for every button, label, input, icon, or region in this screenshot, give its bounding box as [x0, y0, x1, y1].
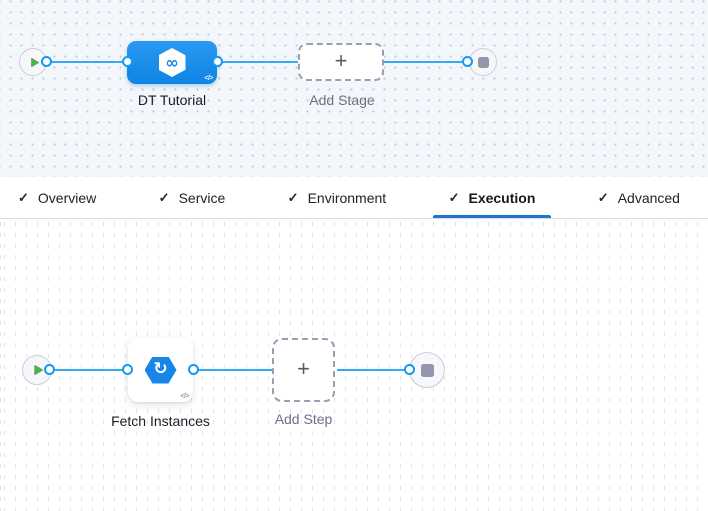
execution-end-node	[409, 352, 445, 388]
tab-environment[interactable]: ✓ Environment	[284, 177, 391, 218]
tab-overview[interactable]: ✓ Overview	[14, 177, 100, 218]
add-step-label: Add Step	[274, 411, 333, 427]
connector-port	[212, 56, 223, 67]
check-icon: ✓	[158, 189, 170, 205]
connector-port	[41, 56, 52, 67]
tab-label: Execution	[468, 189, 536, 206]
connector-port	[404, 364, 415, 375]
connector-port	[188, 364, 199, 375]
step-label: Fetch Instances	[111, 413, 210, 429]
add-stage-label: Add Stage	[309, 92, 375, 108]
play-icon	[30, 57, 39, 67]
edge-line	[44, 61, 130, 63]
tab-execution[interactable]: ✓ Execution	[432, 177, 552, 218]
stop-icon	[477, 56, 489, 68]
connector-port	[122, 364, 133, 375]
connector-port	[122, 56, 133, 67]
add-stage-button[interactable]: +	[298, 43, 384, 81]
plus-icon: +	[334, 48, 348, 73]
step-node-fetch-instances[interactable]: ↻ </>	[128, 338, 193, 402]
stop-icon	[420, 363, 434, 377]
add-step-button[interactable]: +	[272, 338, 335, 402]
tab-label: Advanced	[617, 189, 680, 206]
tab-label: Environment	[307, 189, 387, 206]
stage-node-dt-tutorial[interactable]: ∞ </>	[127, 41, 217, 84]
step-hexagon-icon: ↻	[144, 356, 177, 384]
tab-label: Service	[178, 189, 226, 206]
code-icon[interactable]: </>	[204, 75, 213, 82]
check-icon: ✓	[448, 189, 460, 205]
stage-label: DT Tutorial	[137, 92, 207, 108]
infinity-icon: ∞	[165, 52, 179, 72]
edge-line	[383, 61, 469, 63]
edge-line	[219, 61, 301, 63]
edge-line	[194, 369, 274, 371]
deploy-hexagon-icon: ∞	[158, 48, 186, 77]
connector-port	[44, 364, 55, 375]
edge-line	[337, 369, 412, 371]
edge-line	[44, 369, 128, 371]
stage-graph-canvas[interactable]: ∞ </> DT Tutorial + Add Stage	[0, 0, 708, 177]
fetch-refresh-icon: ↻	[153, 358, 168, 379]
tab-label: Overview	[37, 189, 97, 206]
execution-graph-canvas[interactable]: ↻ </> Fetch Instances + Add Step	[0, 219, 708, 511]
stage-config-tabbar: ✓ Overview ✓ Service ✓ Environment ✓ Exe…	[0, 177, 708, 219]
tab-advanced[interactable]: ✓ Advanced	[594, 177, 684, 218]
pipeline-end-node	[469, 48, 497, 76]
connector-port	[462, 56, 473, 67]
check-icon: ✓	[18, 189, 29, 205]
code-icon[interactable]: </>	[180, 393, 189, 400]
check-icon: ✓	[597, 189, 609, 205]
plus-icon: +	[297, 356, 310, 381]
play-icon	[34, 365, 43, 375]
check-icon: ✓	[287, 189, 299, 205]
tab-service[interactable]: ✓ Service	[155, 177, 230, 218]
